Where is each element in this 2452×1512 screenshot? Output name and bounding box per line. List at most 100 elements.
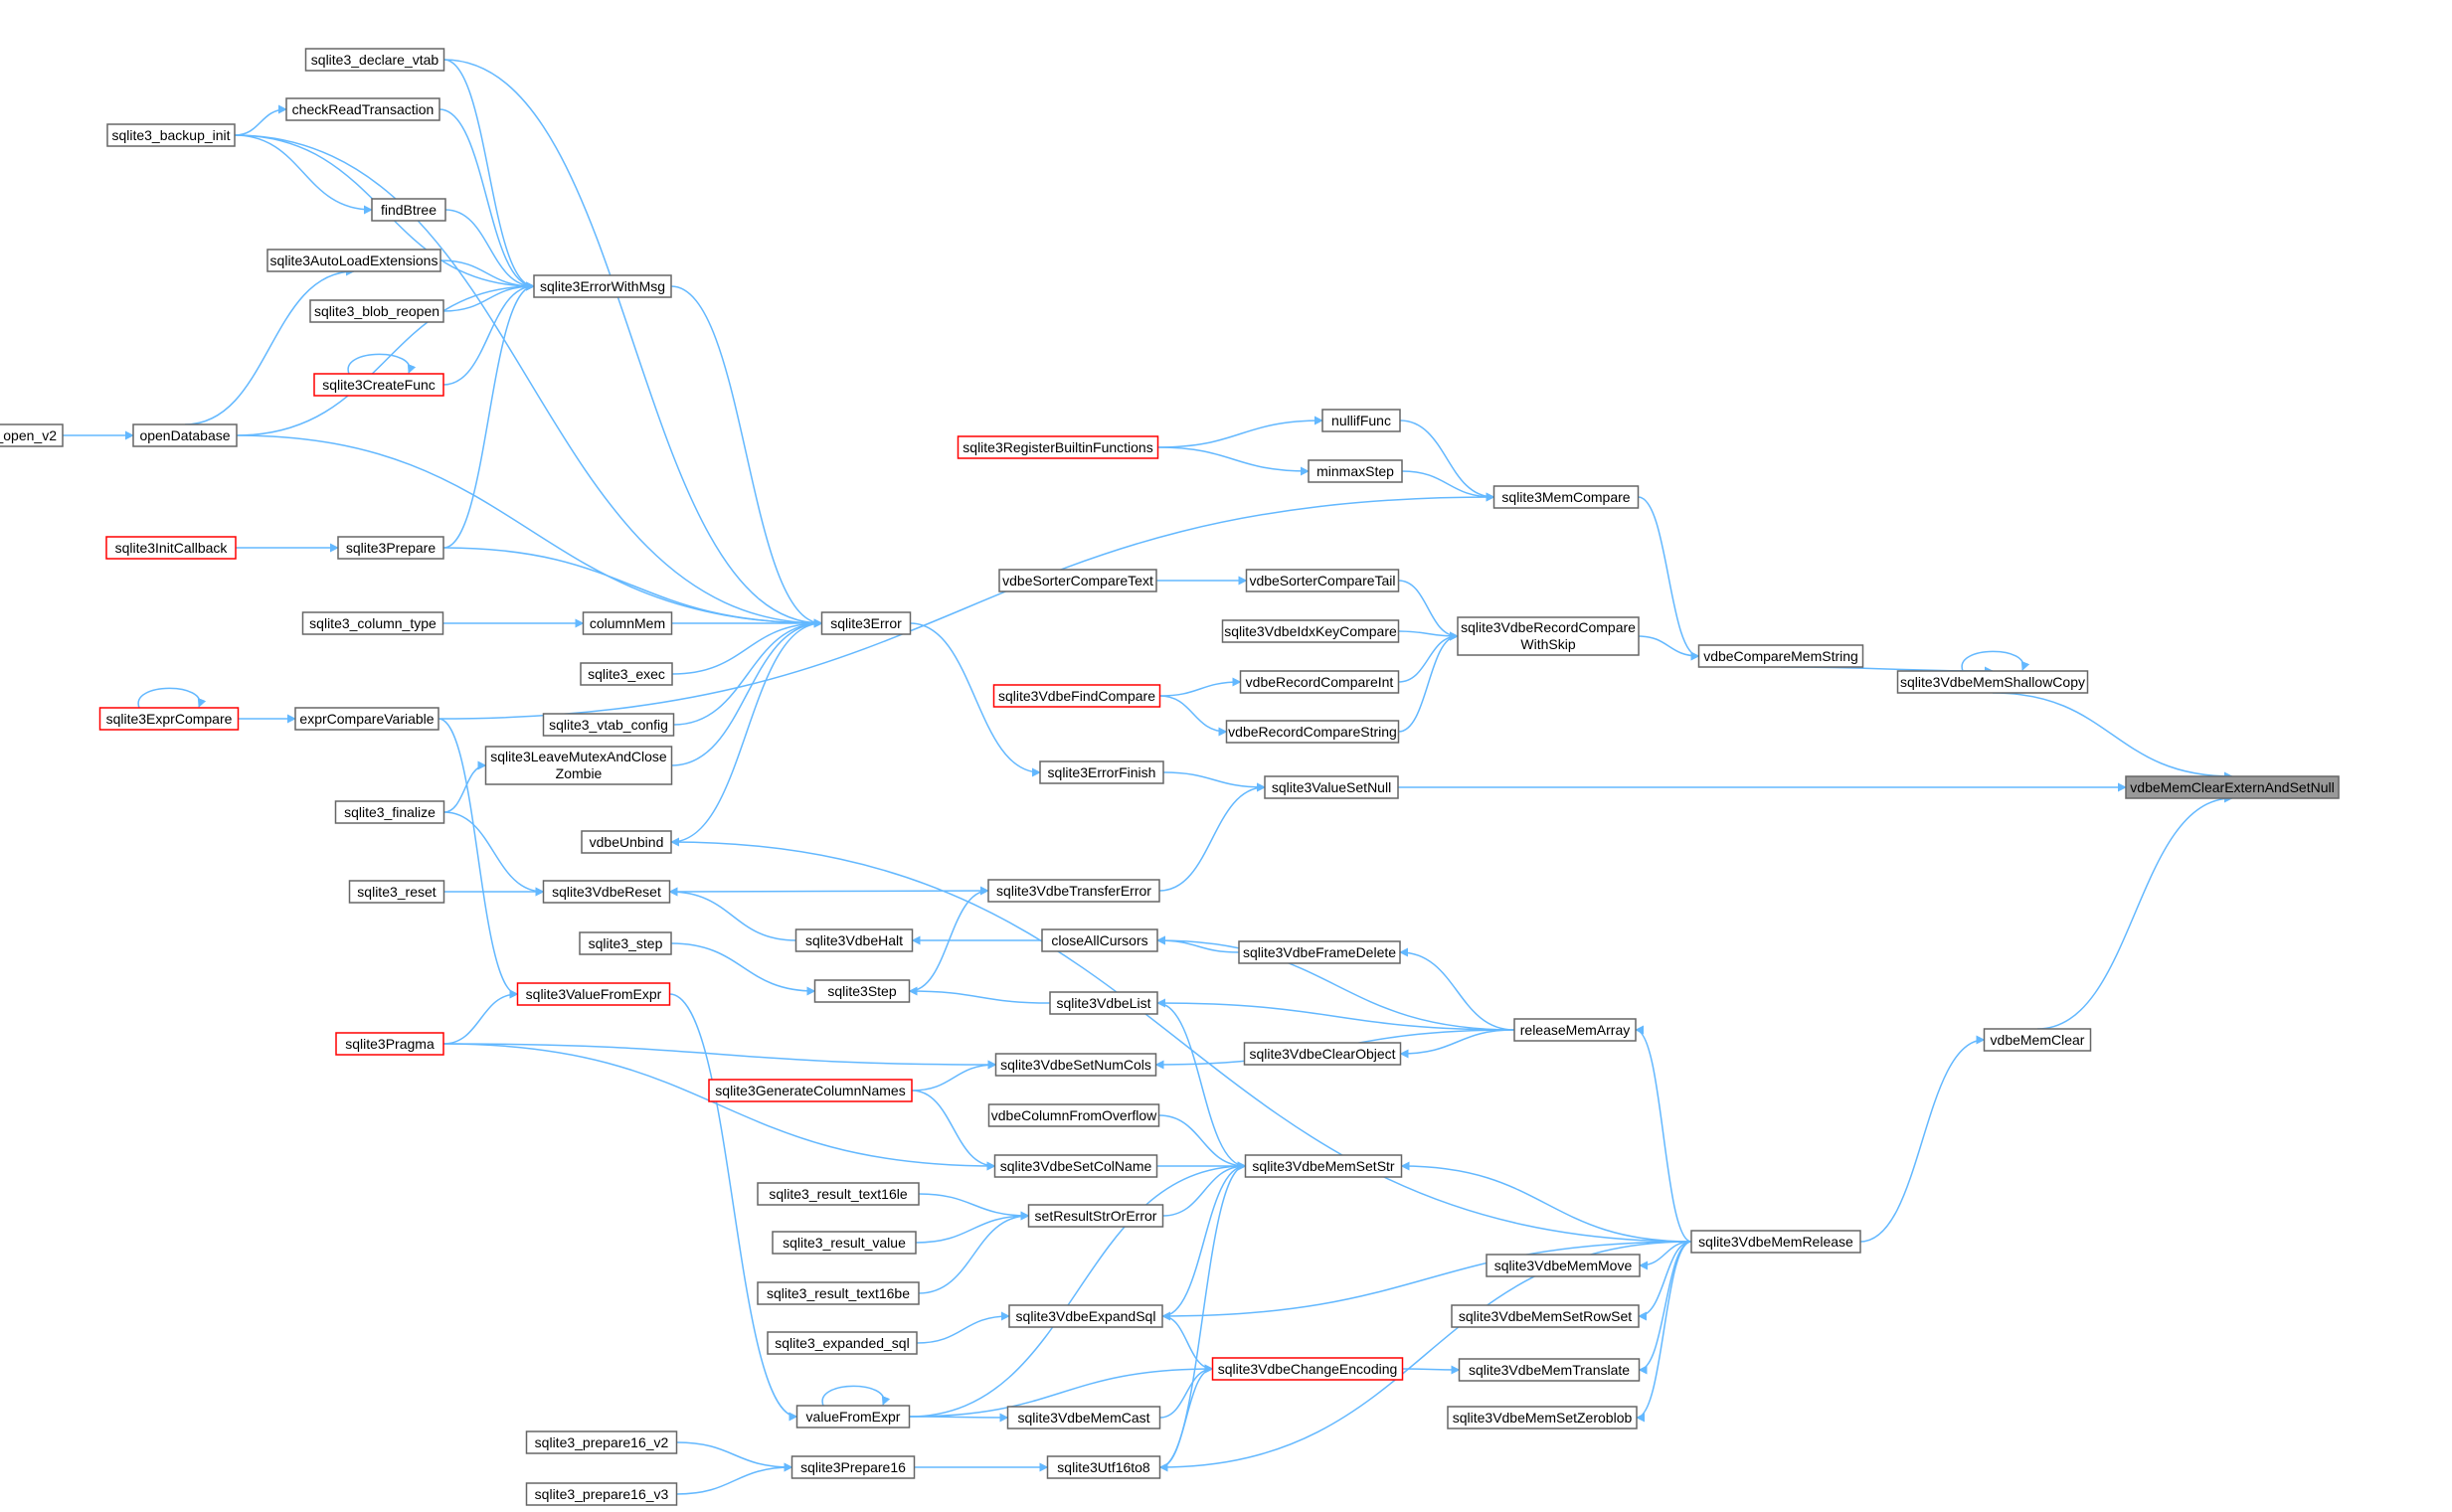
- node-sqlite3ErrorFinish[interactable]: sqlite3ErrorFinish: [1039, 760, 1164, 784]
- node-sqlite3_reset[interactable]: sqlite3_reset: [348, 880, 445, 904]
- node-sqlite3_declare_vtab[interactable]: sqlite3_declare_vtab: [304, 48, 445, 72]
- node-sqlite3VdbeMemMove[interactable]: sqlite3VdbeMemMove: [1486, 1254, 1641, 1277]
- node-label: vdbeSorterCompareText: [1002, 573, 1153, 588]
- node-sqlite3InitCallback[interactable]: sqlite3InitCallback: [105, 536, 237, 560]
- node-sqlite3VdbeChangeEncoding[interactable]: sqlite3VdbeChangeEncoding: [1211, 1357, 1404, 1381]
- node-sqlite3_column_type[interactable]: sqlite3_column_type: [301, 611, 444, 635]
- node-exprCompareVariable[interactable]: exprCompareVariable: [294, 707, 439, 731]
- node-sqlite3Pragma[interactable]: sqlite3Pragma: [335, 1032, 444, 1056]
- node-label: sqlite3GenerateColumnNames: [715, 1083, 905, 1098]
- node-columnMem[interactable]: columnMem: [582, 611, 673, 635]
- node-vdbeMemClearExternAndSetNull[interactable]: vdbeMemClearExternAndSetNull: [2125, 775, 2340, 799]
- node-label: sqlite3ValueFromExpr: [526, 986, 662, 1002]
- edge-vdbeRecordCompareInt-to-sqlite3VdbeRecordCompareWithSkip: [1398, 631, 1459, 683]
- node-sqlite3VdbeSetColName[interactable]: sqlite3VdbeSetColName: [993, 1154, 1158, 1178]
- node-sqlite3_prepare16_v3[interactable]: sqlite3_prepare16_v3: [525, 1482, 678, 1506]
- node-label: columnMem: [590, 615, 665, 631]
- node-sqlite3_result_value[interactable]: sqlite3_result_value: [772, 1231, 917, 1255]
- node-sqlite3MemCompare[interactable]: sqlite3MemCompare: [1492, 485, 1640, 509]
- edge-sqlite3GenerateColumnNames-to-sqlite3VdbeSetNumCols: [911, 1060, 997, 1092]
- node-checkReadTransaction[interactable]: checkReadTransaction: [285, 97, 440, 121]
- node-sqlite3VdbeIdxKeyCompare[interactable]: sqlite3VdbeIdxKeyCompare: [1221, 619, 1400, 643]
- node-sqlite3VdbeReset[interactable]: sqlite3VdbeReset: [542, 880, 671, 904]
- node-sqlite3ValueSetNull[interactable]: sqlite3ValueSetNull: [1264, 775, 1399, 799]
- node-sqlite3VdbeList[interactable]: sqlite3VdbeList: [1049, 991, 1158, 1015]
- node-label: sqlite3_vtab_config: [549, 717, 668, 733]
- node-sqlite3VdbeFindCompare[interactable]: sqlite3VdbeFindCompare: [992, 684, 1161, 708]
- node-vdbeUnbind[interactable]: vdbeUnbind: [581, 830, 672, 854]
- edge-sqlite3VdbeMemShallowCopy-to-vdbeMemClearExternAndSetNull: [1992, 692, 2233, 781]
- node-vdbeMemClear[interactable]: vdbeMemClear: [1983, 1028, 2092, 1052]
- node-label: sqlite3VdbeMemSetZeroblob: [1453, 1410, 1633, 1426]
- edge-sqlite3AutoLoadExtensions-to-sqlite3ErrorWithMsg: [439, 259, 535, 291]
- node-sqlite3_expanded_sql[interactable]: sqlite3_expanded_sql: [767, 1331, 918, 1355]
- node-sqlite3VdbeClearObject[interactable]: sqlite3VdbeClearObject: [1243, 1042, 1402, 1066]
- node-openDatabase[interactable]: openDatabase: [132, 423, 238, 447]
- node-sqlite3AutoLoadExtensions[interactable]: sqlite3AutoLoadExtensions: [266, 249, 441, 272]
- node-sqlite3_prepare16_v2[interactable]: sqlite3_prepare16_v2: [525, 1430, 678, 1454]
- node-sqlite3_finalize[interactable]: sqlite3_finalize: [334, 800, 445, 824]
- node-valueFromExpr[interactable]: valueFromExpr: [795, 1405, 911, 1428]
- node-closeAllCursors[interactable]: closeAllCursors: [1041, 928, 1158, 952]
- node-sqlite3_backup_init[interactable]: sqlite3_backup_init: [106, 123, 236, 147]
- node-sqlite3Prepare16[interactable]: sqlite3Prepare16: [790, 1455, 916, 1479]
- node-sqlite3VdbeMemCast[interactable]: sqlite3VdbeMemCast: [1006, 1406, 1161, 1429]
- node-sqlite3VdbeHalt[interactable]: sqlite3VdbeHalt: [794, 928, 914, 952]
- node-sqlite3Step[interactable]: sqlite3Step: [813, 979, 911, 1003]
- node-vdbeSorterCompareTail[interactable]: vdbeSorterCompareTail: [1245, 569, 1400, 592]
- node-label: sqlite3_open_v2: [0, 427, 57, 443]
- node-sqlite3_blob_reopen[interactable]: sqlite3_blob_reopen: [309, 299, 444, 323]
- node-box: [1264, 775, 1399, 799]
- node-sqlite3VdbeTransferError[interactable]: sqlite3VdbeTransferError: [987, 879, 1160, 903]
- node-sqlite3VdbeMemTranslate[interactable]: sqlite3VdbeMemTranslate: [1458, 1358, 1641, 1382]
- node-vdbeCompareMemString[interactable]: vdbeCompareMemString: [1697, 644, 1864, 668]
- node-label: sqlite3VdbeMemTranslate: [1469, 1362, 1630, 1378]
- node-label: vdbeRecordCompareInt: [1246, 674, 1394, 690]
- node-sqlite3Error[interactable]: sqlite3Error: [820, 611, 912, 635]
- node-box: [757, 1281, 920, 1305]
- node-setResultStrOrError[interactable]: setResultStrOrError: [1027, 1204, 1164, 1228]
- node-sqlite3VdbeExpandSql[interactable]: sqlite3VdbeExpandSql: [1008, 1304, 1163, 1328]
- node-box: [1486, 1254, 1641, 1277]
- node-sqlite3RegisterBuiltinFunctions[interactable]: sqlite3RegisterBuiltinFunctions: [957, 435, 1159, 459]
- node-sqlite3CreateFunc[interactable]: sqlite3CreateFunc: [313, 373, 444, 397]
- node-sqlite3ExprCompare[interactable]: sqlite3ExprCompare: [98, 707, 240, 731]
- node-releaseMemArray[interactable]: releaseMemArray: [1513, 1018, 1637, 1042]
- node-nullifFunc[interactable]: nullifFunc: [1321, 409, 1401, 432]
- node-sqlite3Prepare[interactable]: sqlite3Prepare: [337, 536, 444, 560]
- node-sqlite3_vtab_config[interactable]: sqlite3_vtab_config: [542, 713, 675, 737]
- node-box: [1447, 1406, 1638, 1429]
- node-sqlite3VdbeMemSetRowSet[interactable]: sqlite3VdbeMemSetRowSet: [1451, 1304, 1640, 1328]
- node-sqlite3ValueFromExpr[interactable]: sqlite3ValueFromExpr: [516, 982, 671, 1006]
- edge-sqlite3ErrorFinish-to-sqlite3ValueSetNull: [1162, 771, 1266, 792]
- node-vdbeSorterCompareText[interactable]: vdbeSorterCompareText: [998, 569, 1157, 592]
- node-vdbeRecordCompareString[interactable]: vdbeRecordCompareString: [1225, 720, 1400, 744]
- node-sqlite3_open_v2[interactable]: sqlite3_open_v2: [0, 423, 64, 447]
- node-sqlite3VdbeFrameDelete[interactable]: sqlite3VdbeFrameDelete: [1238, 940, 1401, 964]
- node-vdbeColumnFromOverflow[interactable]: vdbeColumnFromOverflow: [987, 1103, 1160, 1127]
- node-label: sqlite3VdbeSetNumCols: [1000, 1057, 1151, 1073]
- node-label: sqlite3Step: [827, 983, 896, 999]
- node-sqlite3VdbeSetNumCols[interactable]: sqlite3VdbeSetNumCols: [994, 1053, 1157, 1077]
- node-label: sqlite3InitCallback: [115, 540, 229, 556]
- node-sqlite3_result_text16le[interactable]: sqlite3_result_text16le: [757, 1182, 920, 1206]
- node-sqlite3VdbeMemShallowCopy[interactable]: sqlite3VdbeMemShallowCopy: [1896, 670, 2089, 694]
- node-sqlite3VdbeMemSetStr[interactable]: sqlite3VdbeMemSetStr: [1244, 1154, 1403, 1178]
- node-sqlite3GenerateColumnNames[interactable]: sqlite3GenerateColumnNames: [708, 1079, 913, 1102]
- node-box: [1041, 928, 1158, 952]
- node-sqlite3Utf16to8[interactable]: sqlite3Utf16to8: [1046, 1455, 1161, 1479]
- node-vdbeRecordCompareInt[interactable]: vdbeRecordCompareInt: [1239, 670, 1400, 694]
- node-sqlite3ErrorWithMsg[interactable]: sqlite3ErrorWithMsg: [533, 274, 672, 298]
- node-box: [484, 746, 673, 785]
- node-sqlite3_step[interactable]: sqlite3_step: [579, 931, 672, 955]
- edge-nullifFunc-to-sqlite3MemCompare: [1399, 420, 1495, 502]
- node-sqlite3VdbeMemRelease[interactable]: sqlite3VdbeMemRelease: [1690, 1230, 1861, 1254]
- node-minmaxStep[interactable]: minmaxStep: [1308, 459, 1403, 483]
- node-sqlite3_exec[interactable]: sqlite3_exec: [580, 662, 673, 686]
- node-findBtree[interactable]: findBtree: [371, 198, 446, 222]
- node-sqlite3_result_text16be[interactable]: sqlite3_result_text16be: [757, 1281, 920, 1305]
- node-sqlite3VdbeMemSetZeroblob[interactable]: sqlite3VdbeMemSetZeroblob: [1447, 1406, 1638, 1429]
- edge-sqlite3ValueFromExpr-to-valueFromExpr: [669, 993, 798, 1422]
